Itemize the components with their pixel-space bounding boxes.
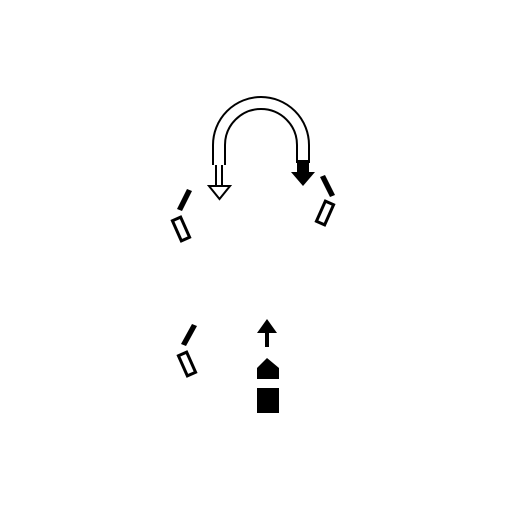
lower-left-diag-box-icon — [176, 324, 198, 378]
house-block-icon — [257, 358, 279, 413]
upper-right-diag-box-icon — [314, 175, 336, 227]
up-arrow-icon — [257, 319, 277, 347]
u-turn-arrow-icon — [206, 96, 315, 201]
upper-left-diag-box-icon — [170, 189, 192, 243]
